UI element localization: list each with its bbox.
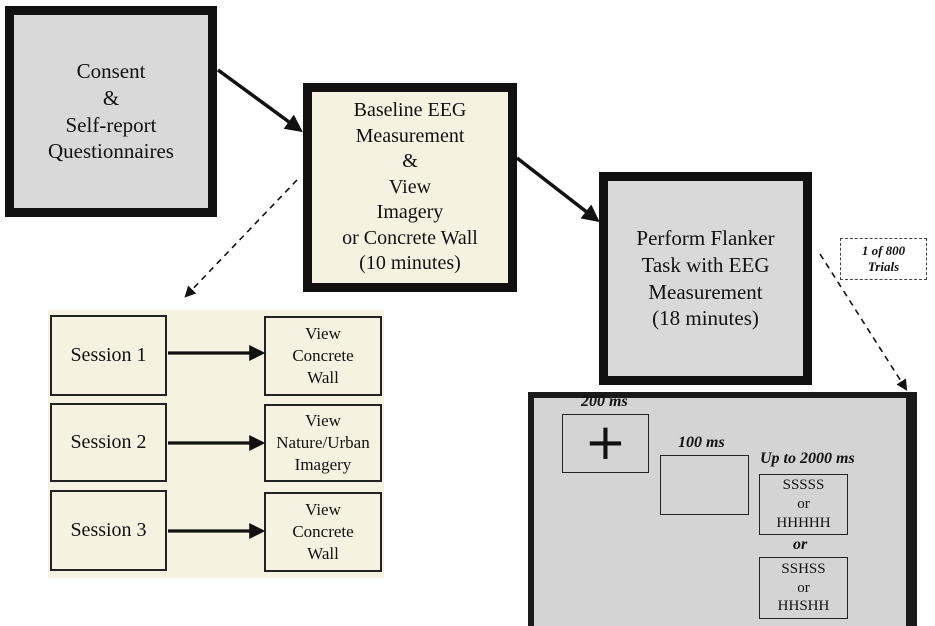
session-1-label: Session 1 [70, 343, 147, 366]
blank-time-label: 100 ms [678, 434, 725, 451]
congruent-stimulus-label: SSSSS or HHHHH [776, 477, 831, 531]
incongruent-stimulus-box: SSHSS or HHSHH [759, 557, 848, 619]
session-2-view-label: View Nature/Urban Imagery [276, 410, 370, 475]
stimulus-time-label: Up to 2000 ms [760, 450, 855, 467]
session-2-view-box: View Nature/Urban Imagery [264, 404, 382, 482]
session-1-view-box: View Concrete Wall [264, 316, 382, 396]
session-3-view-label: View Concrete Wall [292, 499, 354, 564]
session-3-box: Session 3 [50, 490, 167, 571]
incongruent-stimulus-label: SSHSS or HHSHH [777, 560, 830, 615]
arrow-consent-to-baseline [216, 68, 303, 133]
session-2-box: Session 2 [50, 403, 167, 482]
trial-screen-panel [528, 392, 917, 626]
congruent-stimulus-box: SSSSS or HHHHH [759, 474, 848, 535]
fixation-cross-icon: + [584, 412, 627, 471]
trial-count-label: 1 of 800 Trials [861, 242, 906, 274]
session-3-label: Session 3 [70, 518, 147, 541]
baseline-step-box: Baseline EEG Measurement & View Imagery … [303, 83, 517, 292]
flanker-step-box: Perform Flanker Task with EEG Measuremen… [599, 172, 812, 385]
session-1-box: Session 1 [50, 315, 167, 396]
session-2-label: Session 2 [70, 430, 147, 453]
baseline-step-label: Baseline EEG Measurement & View Imagery … [342, 98, 478, 275]
or-label: or [793, 536, 808, 553]
trial-count-note: 1 of 800 Trials [840, 238, 927, 280]
flanker-step-label: Perform Flanker Task with EEG Measuremen… [636, 225, 775, 331]
session-3-view-box: View Concrete Wall [264, 492, 382, 572]
fixation-box: + [562, 414, 649, 473]
session-1-view-label: View Concrete Wall [292, 323, 354, 388]
fixation-time-label: 200 ms [581, 393, 628, 410]
consent-step-box: Consent & Self-report Questionnaires [5, 6, 217, 217]
blank-screen-box [660, 455, 749, 515]
consent-step-label: Consent & Self-report Questionnaires [48, 58, 174, 164]
arrow-baseline-to-flanker [515, 156, 600, 223]
